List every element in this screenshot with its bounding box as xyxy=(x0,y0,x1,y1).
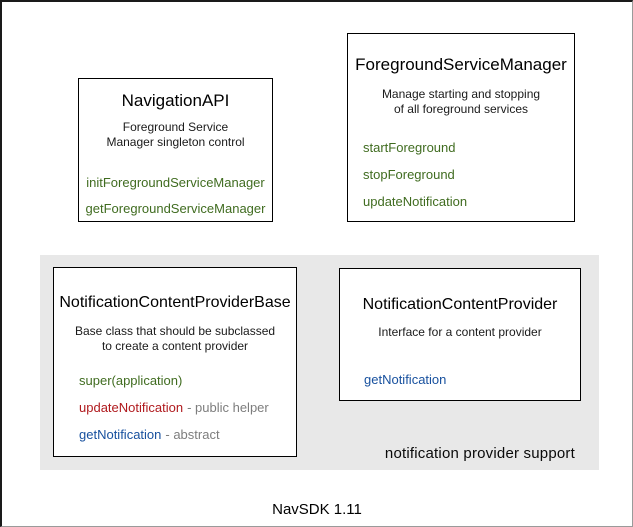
method-get-notification: getNotification- abstract xyxy=(79,427,220,442)
description-line: Base class that should be subclassed xyxy=(74,324,276,338)
method-get-notification: getNotification xyxy=(364,372,447,387)
method-update-notification: updateNotification xyxy=(363,194,468,209)
box-foreground-service-manager: ForegroundServiceManager Manage starting… xyxy=(347,33,575,222)
description-line: to create a content provider xyxy=(101,339,249,353)
method-super-application: super(application) xyxy=(79,373,183,388)
box-title-notification-content-provider-base: NotificationContentProviderBase xyxy=(59,294,291,311)
description-line: of all foreground services xyxy=(393,102,529,116)
description-line: Foreground Service xyxy=(122,120,229,134)
box-title-notification-content-provider: NotificationContentProvider xyxy=(362,296,558,313)
method-suffix: - public helper xyxy=(187,400,269,415)
panel-label: notification provider support xyxy=(384,445,575,462)
method-start-foreground: startForeground xyxy=(363,140,456,155)
box-title-navigation-api: NavigationAPI xyxy=(121,91,230,110)
method-list: getNotification xyxy=(340,373,580,387)
box-notification-content-provider: NotificationContentProvider Interface fo… xyxy=(339,268,581,401)
method-init-foreground-service-manager: initForegroundServiceManager xyxy=(86,175,265,190)
method-list: startForeground stopForeground updateNot… xyxy=(348,141,574,209)
box-description: Base class that should be subclassed to … xyxy=(54,324,296,354)
box-description: Manage starting and stopping of all fore… xyxy=(348,87,574,117)
box-notification-content-provider-base: NotificationContentProviderBase Base cla… xyxy=(53,267,297,457)
box-description: Interface for a content provider xyxy=(340,325,580,340)
method-update-notification: updateNotification- public helper xyxy=(79,400,269,415)
description-line: Manage starting and stopping xyxy=(381,87,541,101)
description-line: Manager singleton control xyxy=(106,135,245,149)
diagram-footer-version: NavSDK 1.11 xyxy=(272,501,362,518)
box-description: Foreground Service Manager singleton con… xyxy=(79,120,272,150)
box-title-foreground-service-manager: ForegroundServiceManager xyxy=(355,55,567,74)
method-stop-foreground: stopForeground xyxy=(363,167,455,182)
method-list: super(application) updateNotification- p… xyxy=(54,374,296,442)
method-get-foreground-service-manager: getForegroundServiceManager xyxy=(85,201,266,216)
method-suffix: - abstract xyxy=(165,427,220,442)
description-line: Interface for a content provider xyxy=(378,325,542,339)
method-list: initForegroundServiceManager getForegrou… xyxy=(79,176,272,216)
box-navigation-api: NavigationAPI Foreground Service Manager… xyxy=(78,78,273,222)
